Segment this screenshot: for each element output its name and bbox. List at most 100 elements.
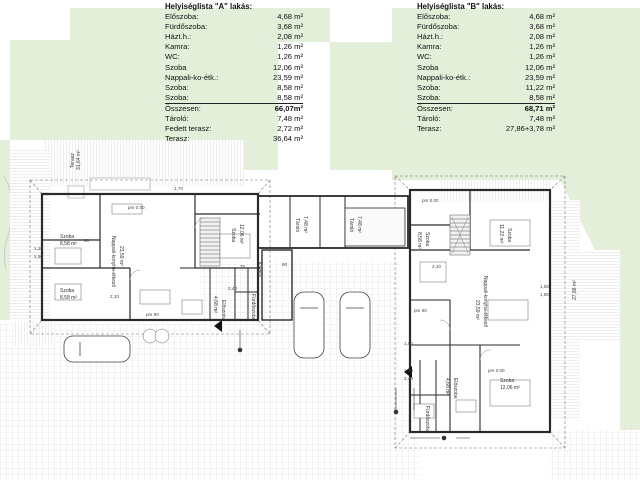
row-label: Házt.h.: — [417, 32, 444, 42]
total-value: 68,71 m² — [524, 103, 555, 113]
schedule-title: Helyiséglista "A" lakás: — [165, 2, 253, 11]
dimension: 1,20 — [404, 368, 413, 373]
room-area: 7,48 m² — [302, 216, 308, 233]
room-area: 8,58 m² — [60, 241, 77, 247]
room-label: Szoba — [500, 378, 514, 384]
room-label: Fürdőszoba — [424, 406, 430, 433]
row-value: 3,68 m² — [277, 22, 303, 32]
row-label: Házt.h.: — [165, 32, 192, 42]
schedule-row: WC:1,26 m² — [417, 52, 555, 62]
room-label: Kamra — [256, 262, 262, 277]
schedule-row: WC: 1,26 m² — [165, 52, 303, 62]
room-area: 4,68 m² — [444, 378, 450, 395]
row-label: Szoba — [165, 62, 187, 72]
schedule-row: Szoba: 8,58 m² — [165, 93, 303, 103]
room-label: Tároló — [294, 218, 300, 232]
row-value: 12,06 m² — [273, 62, 303, 72]
room-label: Nappali-konyha-étkező — [110, 236, 116, 287]
room-area: 4,68 m² — [212, 296, 218, 313]
row-value: 4,68 m² — [529, 12, 555, 22]
entrance-marker — [214, 320, 412, 378]
schedule-row: Fürdőszoba: 3,68 m² — [165, 22, 303, 32]
total-label: Összesen: — [165, 103, 201, 113]
room-label: Fürdőszoba — [250, 294, 256, 321]
schedule-extra-row: Tároló: 7,48 m² — [165, 114, 303, 124]
schedule-row: Kamra:1,26 m² — [165, 42, 303, 52]
row-label: WC: — [417, 52, 432, 62]
schedule-row: Szoba 12,06 m² — [165, 63, 303, 73]
room-area: 27,86 m² — [572, 280, 578, 300]
schedule-row: Nappali-ko-étk.: 23,59 m² — [417, 73, 555, 83]
schedule-row: Szoba:8,58 m² — [165, 83, 303, 93]
room-area: 8,58 m² — [60, 295, 77, 301]
row-value: 8,58 m² — [277, 92, 303, 102]
room-area: 23,59 m² — [118, 246, 124, 266]
row-label: Tároló: — [165, 114, 189, 124]
door-swings — [129, 217, 491, 361]
row-label: Fedett terasz: — [165, 124, 212, 134]
dimension: 1,80 — [540, 292, 549, 297]
room-label: Terasz — [70, 153, 76, 168]
furniture — [54, 203, 531, 419]
dimension: 2,10 — [110, 294, 119, 299]
schedule-row: Szoba: 8,58 m² — [417, 93, 555, 103]
room-area: 7,48 m² — [356, 216, 362, 233]
row-label: Nappali-ko-étk.: — [417, 72, 471, 82]
room-area: 12,06 m² — [500, 385, 520, 391]
room-area: 8,58 m² — [416, 232, 422, 249]
room-schedule-a: Helyiséglista "A" lakás: Előszoba:4,68 m… — [165, 2, 303, 144]
schedule-row: Nappali-ko-étk.:23,59 m² — [165, 73, 303, 83]
row-value: 1,26 m² — [277, 52, 303, 62]
stair-flight — [199, 214, 471, 267]
total-value: 66,07m² — [274, 103, 303, 113]
schedule-row: Házt.h.:2,08 m² — [417, 32, 555, 42]
schedule-rows: Előszoba:4,68 m² Fürdőszoba:3,68 m² Házt… — [417, 12, 555, 134]
schedule-row: Előszoba:4,68 m² — [165, 12, 303, 22]
row-value: 23,59 m² — [525, 72, 555, 82]
row-label: Fürdőszoba: — [165, 22, 208, 32]
row-value: 7,48 m² — [277, 114, 303, 124]
schedule-rows: Előszoba:4,68 m² Fürdőszoba: 3,68 m² Házt… — [165, 12, 303, 144]
row-label: Kamra: — [417, 42, 442, 52]
room-label: Szoba — [60, 288, 74, 294]
room-label: Szoba — [506, 228, 512, 242]
schedule-row: Fürdőszoba:3,68 m² — [417, 22, 555, 32]
row-label: Szoba: — [165, 92, 189, 102]
row-label: Szoba: — [417, 82, 441, 92]
schedule-total: Összesen: 66,07m² — [165, 102, 303, 114]
row-value: 7,48 m² — [529, 114, 555, 124]
dimension: 90 — [84, 238, 90, 243]
row-value: 8,58 m² — [529, 92, 555, 102]
dimension: 2,10 — [432, 264, 441, 269]
dimension: 75 — [240, 264, 246, 269]
room-label: Tároló — [348, 218, 354, 232]
row-label: Kamra: — [165, 42, 190, 52]
row-label: Tároló: — [417, 114, 441, 124]
building-b-walls — [408, 188, 552, 434]
level-mark: pm 0.00 — [488, 368, 505, 373]
row-label: Szoba: — [165, 82, 189, 92]
section-lines — [237, 330, 470, 441]
row-label: WC: — [165, 52, 180, 62]
row-label: Terasz: — [165, 134, 190, 144]
row-label: Szoba — [417, 62, 439, 72]
room-label: Szoba — [60, 234, 74, 240]
room-labels-b: Tároló 7,48 m² Szoba 8,58 m² Szoba 11,22… — [348, 216, 578, 433]
row-value: 2,08 m² — [277, 32, 303, 42]
room-label: Előszoba — [452, 378, 458, 399]
schedule-row: Előszoba:4,68 m² — [417, 12, 555, 22]
schedule-title: Helyiséglista "B" lakás: — [417, 2, 505, 11]
row-label: Terasz: — [417, 124, 442, 134]
room-schedule-b: Helyiséglista "B" lakás: Előszoba:4,68 m… — [417, 2, 555, 134]
row-value: 36,64 m² — [273, 134, 303, 144]
room-area: 23,59 m² — [474, 300, 480, 320]
schedule-extra-row: Fedett terasz:2,72 m² — [165, 124, 303, 134]
row-value: 12,06 m² — [525, 62, 555, 72]
dimension: 1,50 — [34, 254, 43, 259]
row-label: Szoba: — [417, 92, 441, 102]
level-marks: pm 0.00 pm 0.00 pm 90 pm 0.00 pm 90 — [128, 198, 505, 373]
schedule-extra-row: Terasz:27,86+3,78 m² — [417, 124, 555, 134]
row-value: 3,68 m² — [529, 22, 555, 32]
room-label: Szoba — [424, 232, 430, 246]
